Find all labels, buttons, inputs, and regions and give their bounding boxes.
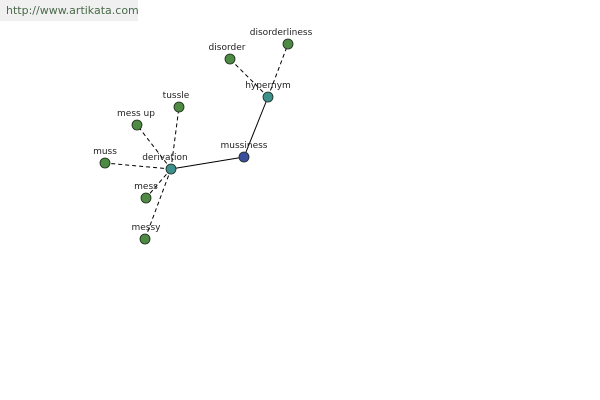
node-label: mussiness — [221, 141, 268, 151]
node-dot[interactable] — [173, 101, 185, 113]
edge-hypernym-disorder — [229, 58, 269, 98]
edge-derivation-mess_up — [136, 124, 172, 170]
node-dot[interactable] — [282, 38, 294, 50]
node-label: tussle — [163, 91, 190, 101]
edge-mussiness-derivation — [170, 156, 245, 170]
watermark-url: http://www.artikata.com — [0, 0, 139, 21]
edge-derivation-mess — [145, 168, 172, 199]
node-label: mess — [134, 182, 158, 192]
node-dot[interactable] — [165, 163, 177, 175]
edge-derivation-muss — [104, 162, 172, 170]
node-mussiness[interactable]: mussiness — [221, 141, 268, 163]
edge-derivation-messy — [144, 168, 172, 240]
node-dot[interactable] — [238, 151, 250, 163]
node-mess[interactable]: mess — [134, 182, 158, 204]
node-muss[interactable]: muss — [93, 147, 117, 169]
node-label: mess up — [117, 109, 155, 119]
node-label: disorderliness — [250, 28, 313, 38]
node-dot[interactable] — [140, 192, 152, 204]
node-dot[interactable] — [131, 119, 143, 131]
node-hypernym[interactable]: hypernym — [245, 81, 291, 103]
node-mess-up[interactable]: mess up — [117, 109, 155, 131]
graph-edges — [104, 43, 289, 240]
node-dot[interactable] — [99, 157, 111, 169]
node-disorder[interactable]: disorder — [209, 43, 246, 65]
node-label: messy — [131, 223, 161, 233]
node-label: hypernym — [245, 81, 291, 91]
graph-nodes: mussiness hypernym derivation disorder disor… — [93, 28, 313, 245]
edge-hypernym-disorderliness — [267, 43, 289, 98]
edge-derivation-tussle — [170, 106, 180, 170]
node-dot[interactable] — [262, 91, 274, 103]
node-disorderliness[interactable]: disorderliness — [250, 28, 313, 50]
node-tussle[interactable]: tussle — [163, 91, 190, 113]
node-label: disorder — [209, 43, 246, 53]
node-label: muss — [93, 147, 117, 157]
edge-mussiness-hypernym — [243, 96, 269, 158]
node-dot[interactable] — [139, 233, 151, 245]
node-messy[interactable]: messy — [131, 223, 161, 245]
node-derivation[interactable]: derivation — [142, 153, 188, 175]
node-dot[interactable] — [224, 53, 236, 65]
node-label: derivation — [142, 153, 188, 163]
